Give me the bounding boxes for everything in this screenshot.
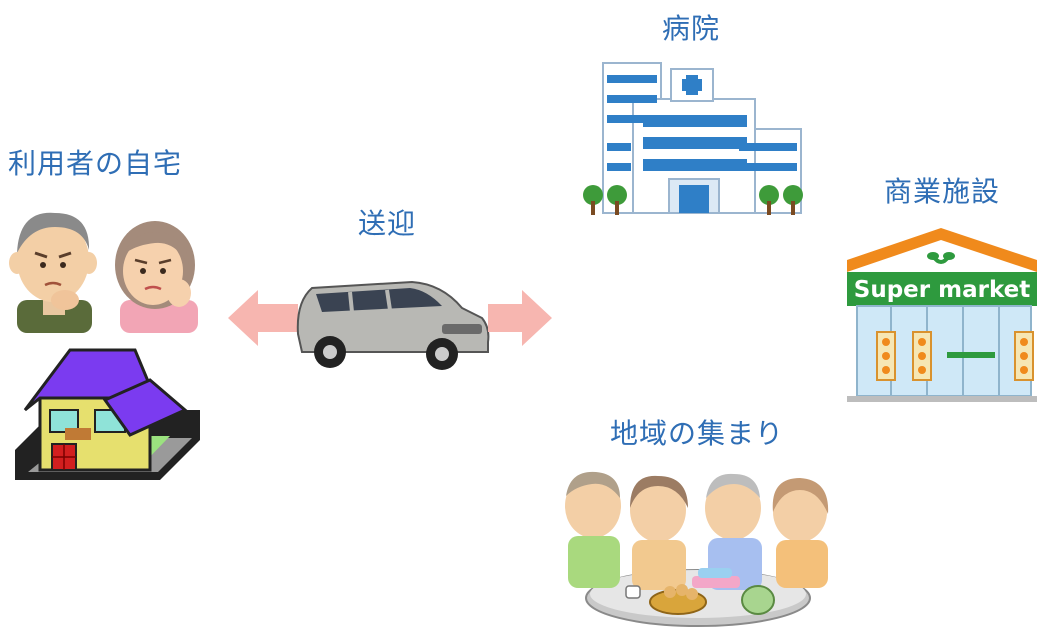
hospital-illustration — [583, 55, 805, 217]
elderly-couple-illustration — [5, 205, 210, 333]
community-label: 地域の集まり — [610, 417, 785, 450]
hospital-label: 病院 — [662, 12, 721, 45]
community-gathering-illustration — [548, 468, 848, 632]
transport-label: 送迎 — [358, 207, 417, 240]
left-arrow — [228, 290, 298, 346]
supermarket-sign: Super market — [854, 277, 1030, 303]
house-illustration — [10, 340, 205, 492]
right-arrow — [488, 290, 552, 346]
commercial-label: 商業施設 — [884, 175, 1001, 208]
supermarket-illustration: Super market — [847, 228, 1037, 404]
home-label: 利用者の自宅 — [8, 147, 183, 180]
van-illustration — [292, 272, 492, 372]
